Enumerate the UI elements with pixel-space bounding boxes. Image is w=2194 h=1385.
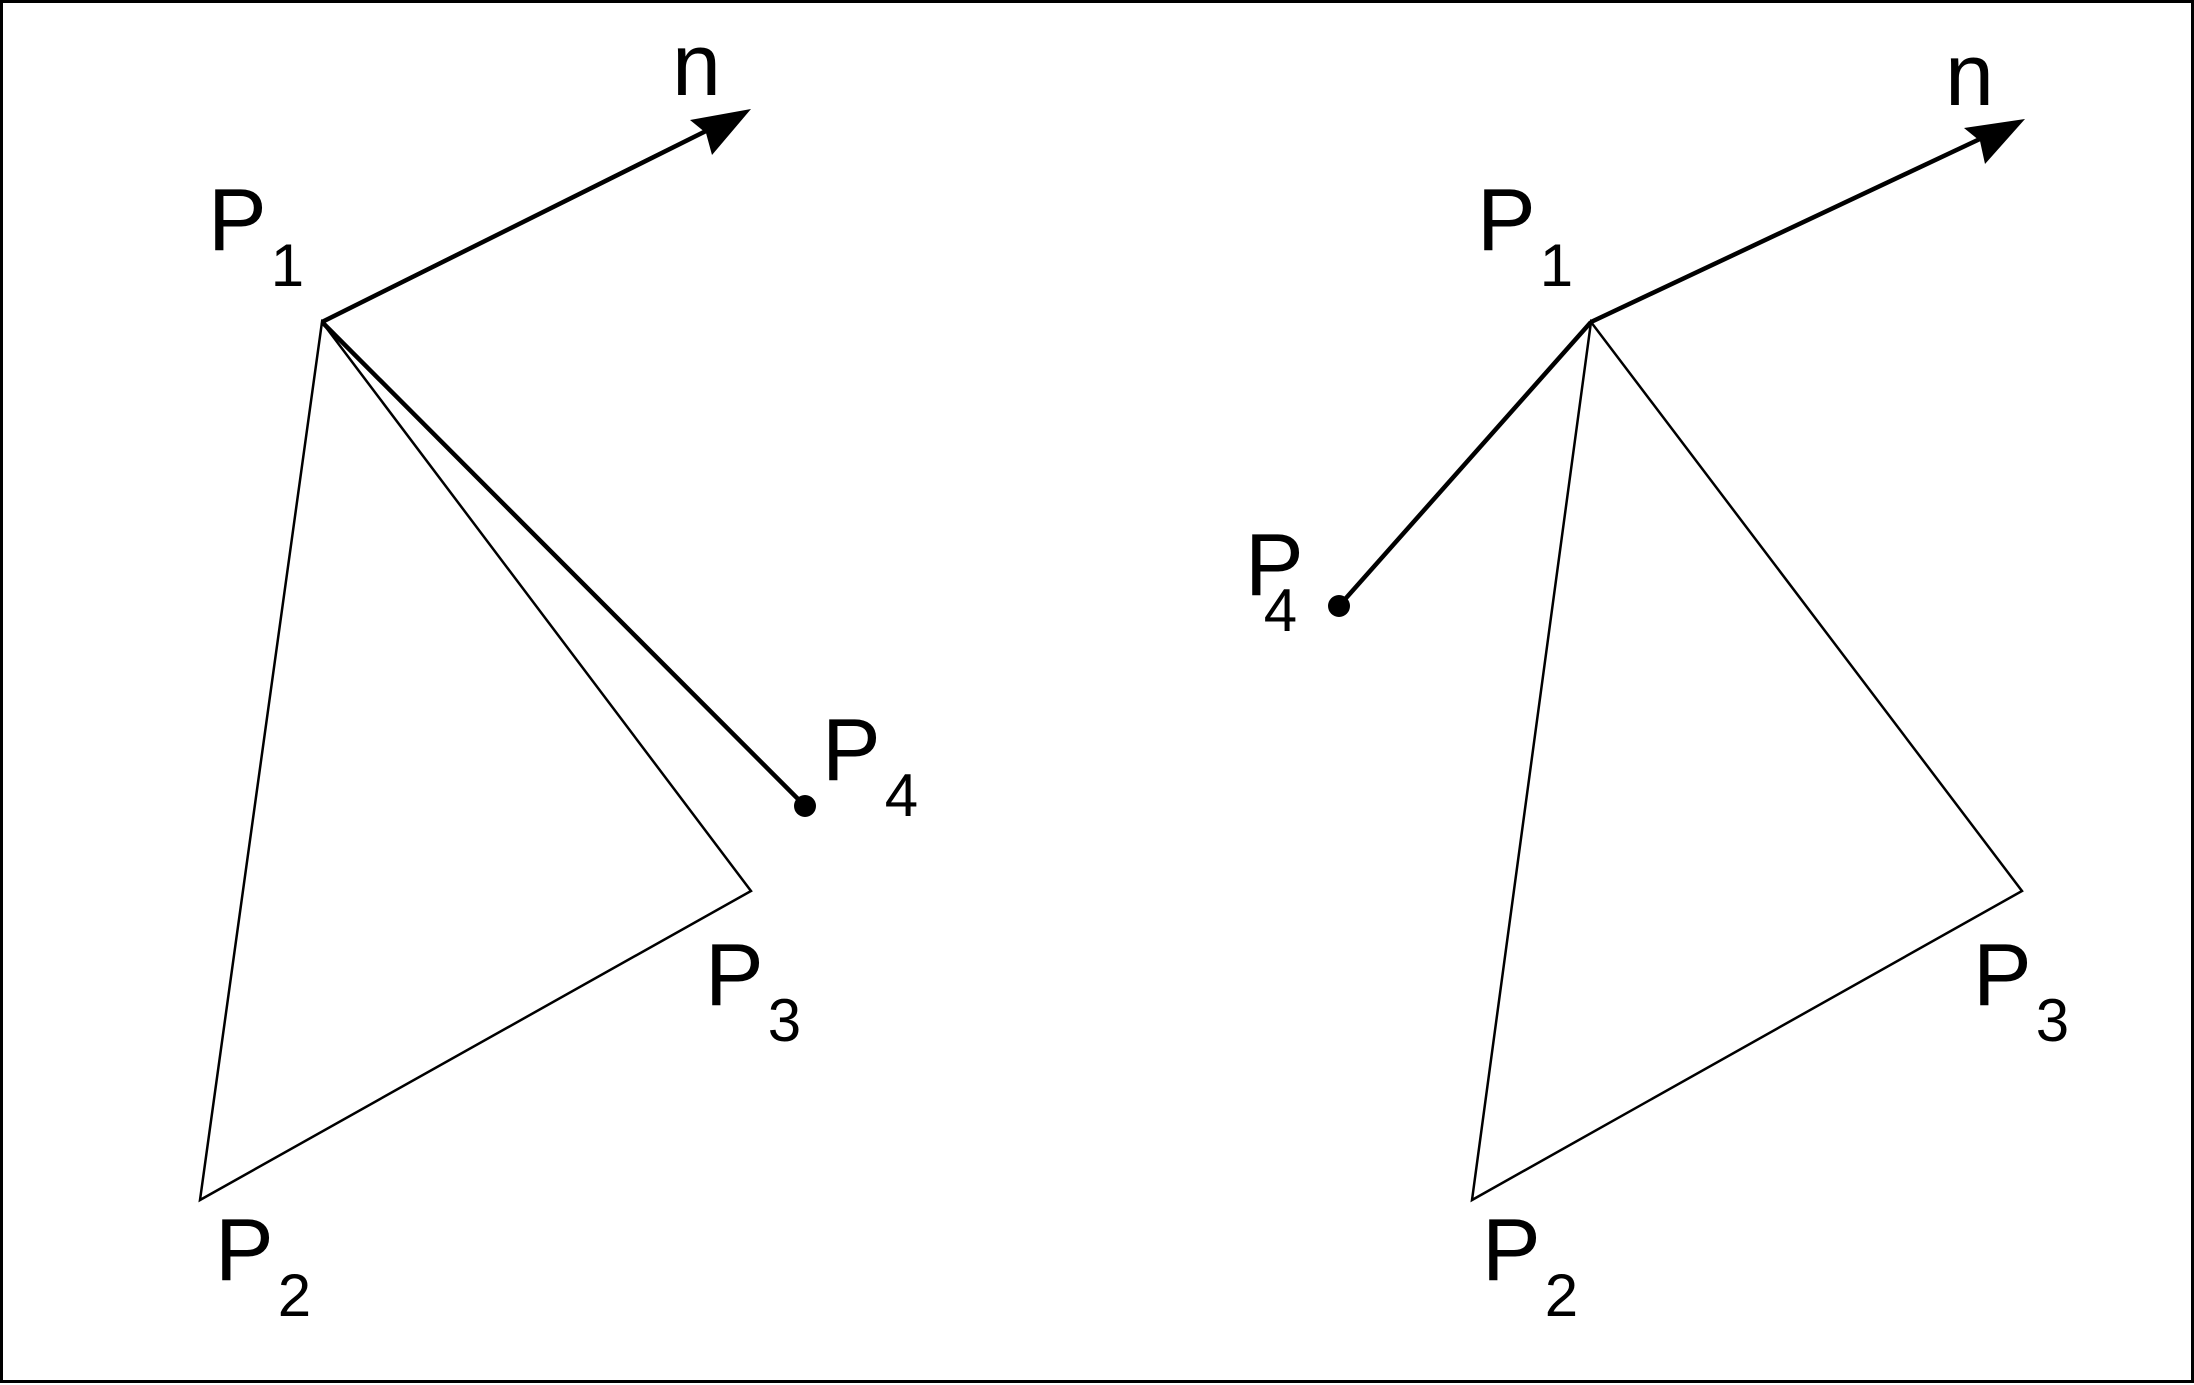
arrowhead-icon <box>690 109 751 155</box>
triangle-p1p2p3 <box>198 318 753 1203</box>
left-panel: n P1 P2 P3 P4 <box>198 15 918 1329</box>
label-p2: P2 <box>215 1200 311 1329</box>
label-p4: P4 <box>1245 515 1304 644</box>
label-p1: P1 <box>208 170 304 299</box>
normal-vector <box>320 127 710 325</box>
label-p3: P3 <box>1973 925 2069 1054</box>
segment-p1-p4 <box>320 320 807 808</box>
label-p4: P4 <box>822 700 918 829</box>
triangle-p1p2p3 <box>1470 318 2024 1203</box>
arrowhead-icon <box>1964 119 2025 164</box>
right-panel: n P1 P2 P3 P4 <box>1245 25 2069 1329</box>
label-p1: P1 <box>1477 170 1573 299</box>
normal-vector <box>1590 135 1983 325</box>
normal-label: n <box>1945 25 1994 124</box>
label-p2: P2 <box>1482 1200 1578 1329</box>
point-p4 <box>794 795 816 817</box>
label-p3: P3 <box>705 925 801 1054</box>
normal-label: n <box>672 15 721 114</box>
point-p4 <box>1328 595 1350 617</box>
segment-p1-p4 <box>1337 320 1593 608</box>
